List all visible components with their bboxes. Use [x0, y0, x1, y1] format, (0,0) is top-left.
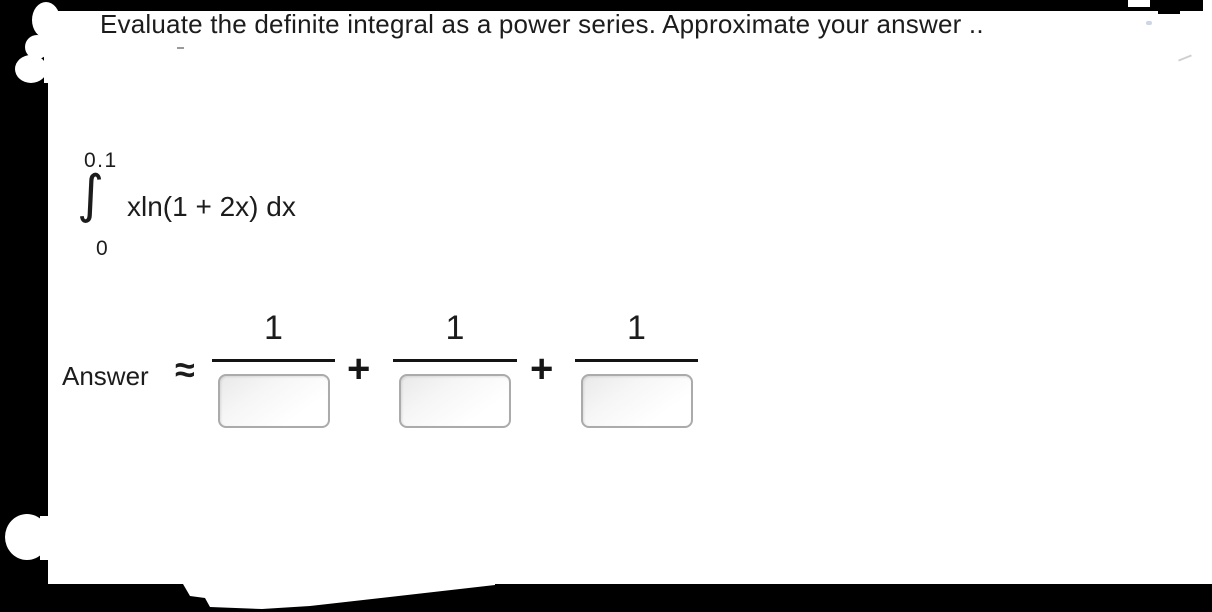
integrand-expression: xln(1 + 2x) dx	[127, 191, 296, 222]
integral-lower-limit: 0	[96, 237, 108, 260]
answer-label: Answer	[62, 361, 149, 391]
torn-bulge	[183, 584, 495, 609]
torn-blob	[15, 55, 47, 83]
torn-blob	[25, 35, 49, 59]
torn-blob	[5, 514, 49, 560]
fraction-1-numerator: 1	[264, 309, 283, 347]
integral-sign-icon: ∫	[77, 165, 105, 225]
torn-blob	[32, 2, 60, 38]
fraction-2-bar	[393, 359, 517, 362]
fraction-1-bar	[212, 359, 335, 362]
plus-operator-1: +	[347, 347, 371, 391]
question-prompt: Evaluate the definite integral as a powe…	[100, 9, 984, 39]
fraction-3-numerator: 1	[627, 309, 646, 347]
smudge-mark	[1146, 21, 1152, 25]
plus-operator-2: +	[530, 347, 554, 391]
fraction-3-bar	[575, 359, 698, 362]
fraction-2-numerator: 1	[445, 309, 465, 347]
smudge-mark	[177, 47, 184, 49]
denominator-input-1[interactable]	[218, 374, 330, 428]
approx-symbol: ≈	[175, 349, 195, 390]
denominator-input-2[interactable]	[399, 374, 511, 428]
denominator-input-3[interactable]	[581, 374, 693, 428]
integral-upper-limit: 0.1	[84, 149, 118, 172]
smudge-mark	[1178, 54, 1192, 62]
